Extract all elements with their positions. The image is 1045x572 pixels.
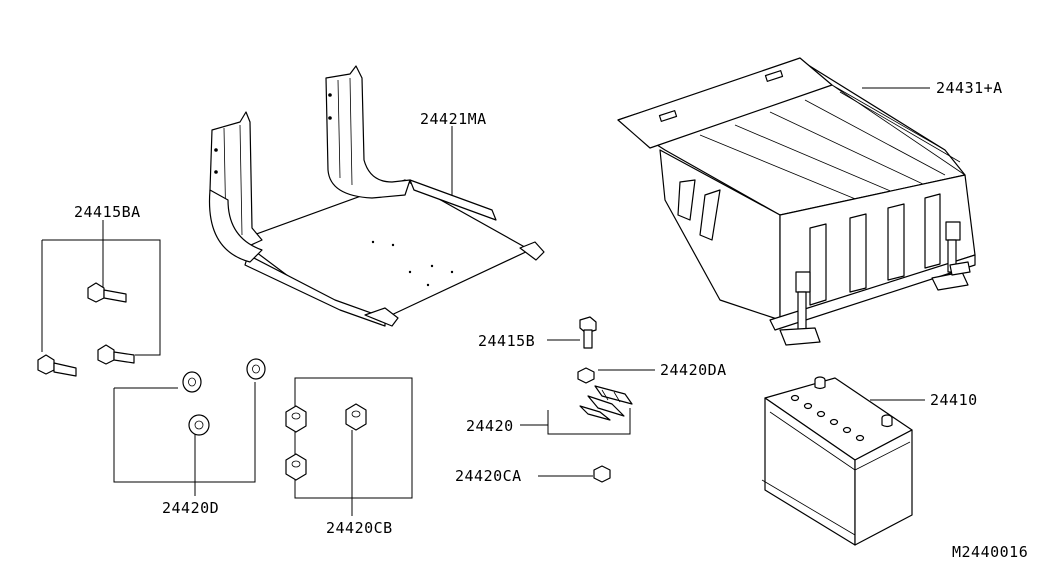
label-24420: 24420: [466, 417, 514, 435]
nut-group-drawing: [285, 377, 413, 516]
label-24415b: 24415B: [478, 332, 535, 350]
battery-cover-drawing: [617, 57, 976, 346]
clamp-drawing: [520, 385, 633, 435]
bolt-set-drawing: [37, 220, 161, 377]
label-24431a: 24431+A: [936, 79, 1003, 97]
label-24420ca: 24420CA: [455, 467, 522, 485]
label-24420cb: 24420CB: [326, 519, 393, 537]
washer-group-drawing: [113, 358, 266, 496]
battery-drawing: [761, 376, 925, 546]
label-24421ma: 24421MA: [420, 110, 487, 128]
diagram-code: M2440016: [952, 543, 1028, 561]
label-24415ba: 24415BA: [74, 203, 141, 221]
battery-tray-drawing: [208, 65, 545, 327]
label-24420d: 24420D: [162, 499, 219, 517]
bolt-drawing: [547, 316, 597, 349]
label-24420da: 24420DA: [660, 361, 727, 379]
label-24410: 24410: [930, 391, 978, 409]
nut-da-drawing: [577, 367, 655, 384]
nut-ca-drawing: [538, 465, 611, 483]
